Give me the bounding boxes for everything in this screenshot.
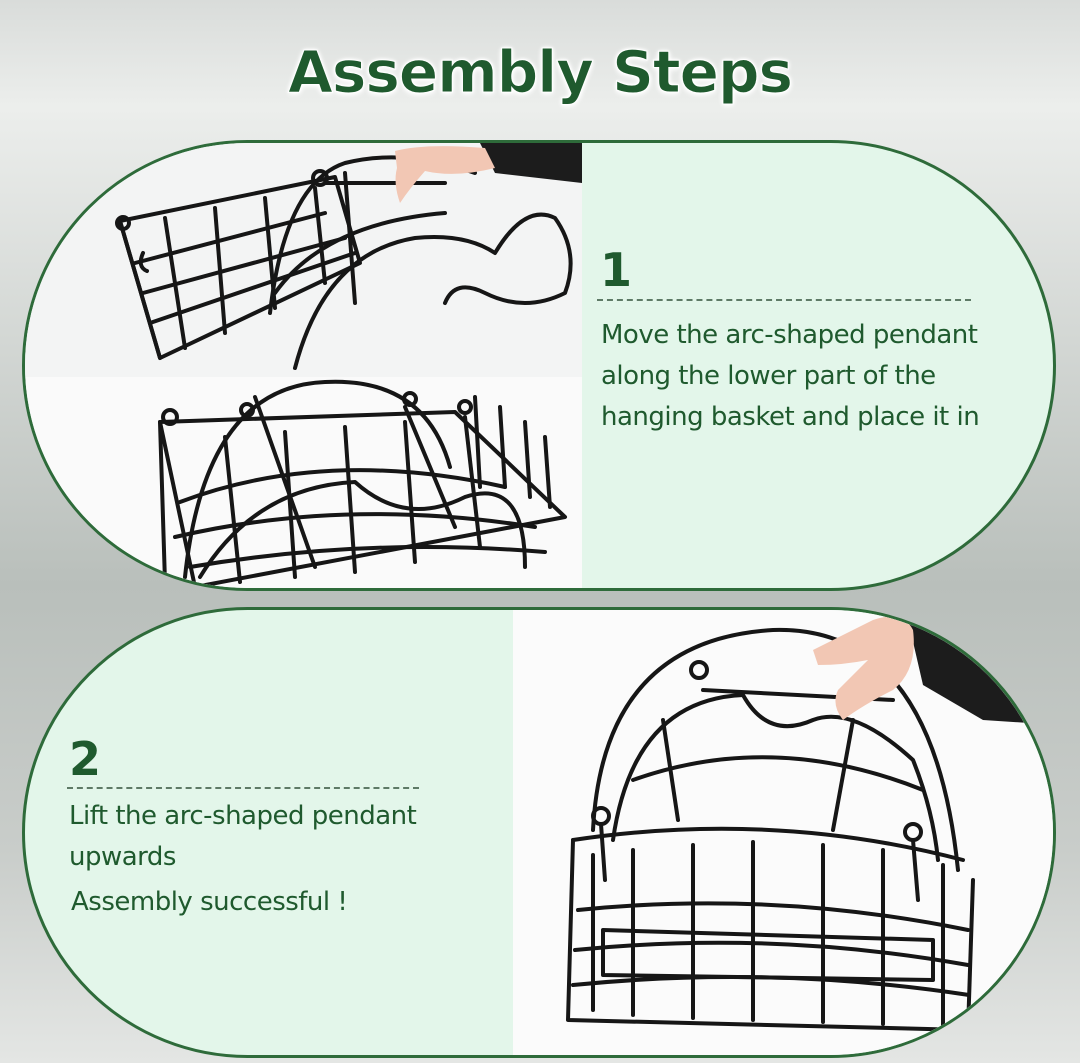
step-1-instruction: Move the arc-shaped pendant along the lo… <box>601 320 980 432</box>
step-1-number: 1 <box>600 243 633 297</box>
page-title: Assembly Steps <box>288 38 794 107</box>
step-2-card: 2 Lift the arc-shaped pendant upwards As… <box>22 607 1056 1058</box>
step-2-divider <box>67 787 419 789</box>
step-2-result: Assembly successful ! <box>71 887 348 917</box>
step-1-photo-bottom <box>25 377 582 588</box>
step-2-photo <box>513 610 1053 1055</box>
step-2-instruction: Lift the arc-shaped pendant upwards Asse… <box>69 796 499 923</box>
basket-with-pendant-image <box>158 379 567 588</box>
step-2-instruction-line: upwards <box>69 842 176 872</box>
assembled-basket-image <box>566 616 1053 1032</box>
step-1-divider <box>597 299 971 301</box>
step-2-instruction-line: Lift the arc-shaped pendant <box>69 801 417 831</box>
step-2-number: 2 <box>69 732 102 786</box>
step-1-photo-top <box>25 143 582 377</box>
basket-tilted-image <box>115 143 582 370</box>
step-1-card: 1 Move the arc-shaped pendant along the … <box>22 140 1056 591</box>
